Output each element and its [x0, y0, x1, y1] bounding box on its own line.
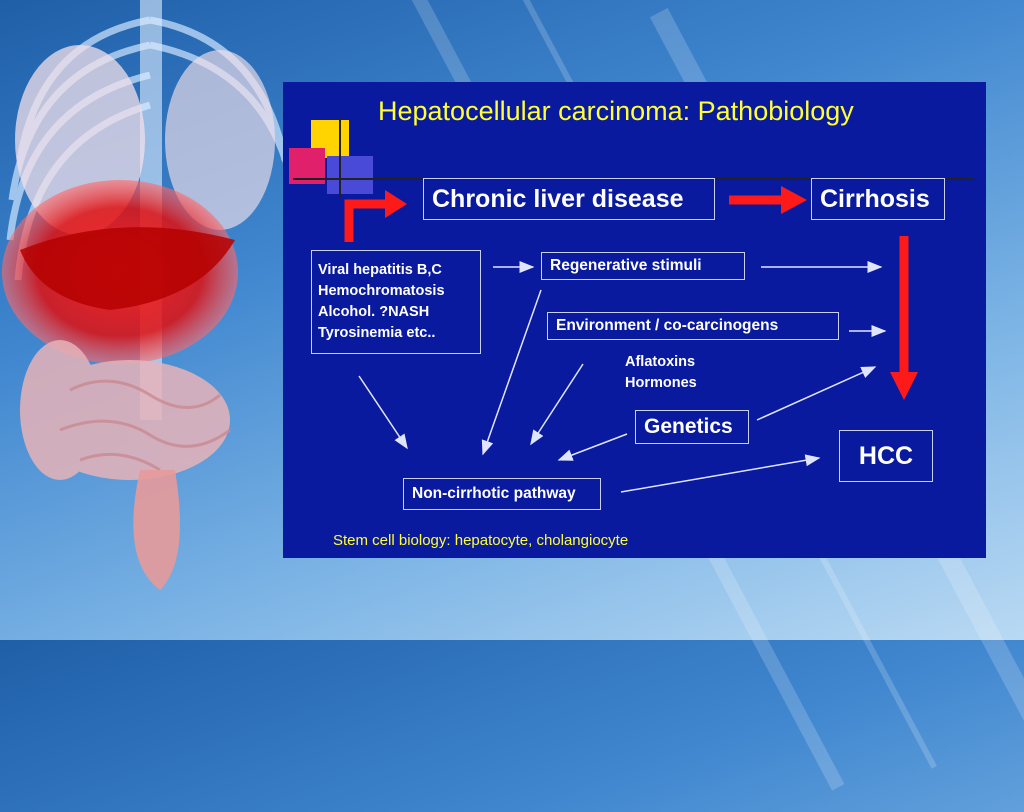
causes-box: Viral hepatitis B,C Hemochromatosis Alco… — [311, 250, 481, 354]
non-cirrhotic-pathway-box: Non-cirrhotic pathway — [403, 478, 601, 510]
arrow-genetics-to-noncirrhotic — [557, 433, 628, 461]
footer-note: Stem cell biology: hepatocyte, cholangio… — [333, 532, 629, 549]
slide-title: Hepatocellular carcinoma: Pathobiology — [378, 96, 854, 126]
cause-item: Viral hepatitis B,C — [318, 262, 442, 278]
red-arrow-causes-to-chronic-head — [385, 190, 407, 218]
red-arrow-causes-to-chronic — [344, 199, 387, 242]
genetics-box: Genetics — [635, 410, 749, 444]
arrow-layer — [344, 186, 918, 493]
cocarcinogen-item: Hormones — [625, 375, 697, 391]
environment-box: Environment / co-carcinogens — [547, 312, 839, 340]
deco-blue-square — [327, 156, 373, 194]
arrow-genetics-to-right — [756, 366, 877, 421]
red-arrow-chronic-to-cirrhosis-head — [781, 186, 807, 214]
cocarcinogens-list: Aflatoxins Hormones — [625, 352, 697, 394]
arrow-aflatoxins-to-noncirrhotic — [530, 363, 584, 446]
arrow-regenerative-to-noncirrhotic — [481, 289, 542, 456]
anatomy-illustration — [2, 0, 299, 590]
cirrhosis-box: Cirrhosis — [811, 178, 945, 220]
cause-item: Tyrosinemia etc.. — [318, 325, 436, 341]
cause-item: Hemochromatosis — [318, 283, 445, 299]
deco-vertical-line — [339, 118, 341, 198]
regenerative-stimuli-box: Regenerative stimuli — [541, 252, 745, 280]
deco-horizontal-line — [293, 178, 973, 180]
cause-item: Alcohol. ?NASH — [318, 304, 430, 320]
chronic-liver-disease-box: Chronic liver disease — [423, 178, 715, 220]
arrow-causes-to-noncirrhotic — [358, 375, 408, 450]
red-arrow-cirrhosis-to-hcc-head — [890, 372, 918, 400]
hcc-box: HCC — [839, 430, 933, 482]
cocarcinogen-item: Aflatoxins — [625, 354, 696, 370]
slide-panel: Hepatocellular carcinoma: Pathobiology C… — [283, 82, 986, 558]
arrow-noncirrhotic-to-hcc — [620, 454, 821, 493]
